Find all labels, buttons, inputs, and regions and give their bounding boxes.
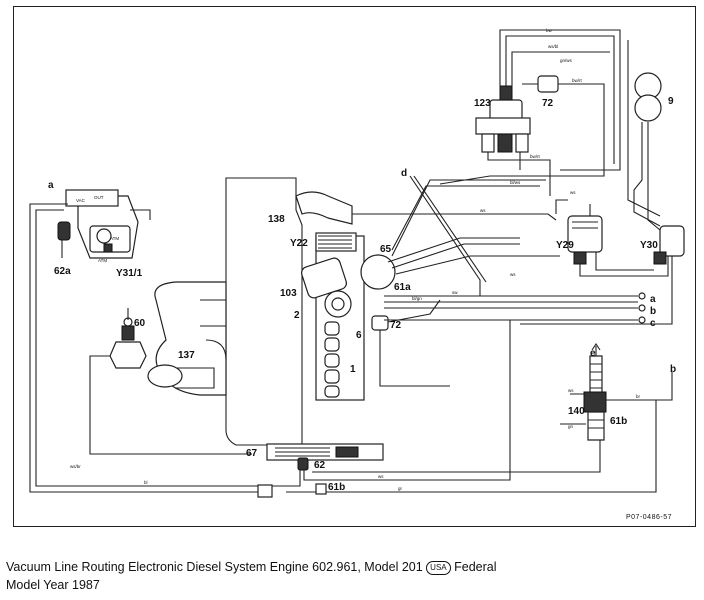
tag-br: br [636, 394, 641, 399]
check-valve-62 [297, 457, 309, 471]
tag-ws-3: ws [510, 272, 516, 277]
valve-72-lower [371, 315, 389, 331]
label-e: e [590, 348, 596, 359]
label-y22: Y22 [290, 238, 308, 249]
tag-atm-1: ATM [110, 236, 119, 241]
egr-valve-140 [583, 355, 607, 441]
tag-sw: sw [452, 290, 458, 295]
label-y29: Y29 [556, 240, 574, 251]
pump-disc-6-inner [331, 297, 345, 311]
label-y30: Y30 [640, 240, 658, 251]
label-103: 103 [280, 288, 297, 299]
label-61a: 61a [394, 282, 411, 293]
hose-138 [295, 191, 353, 225]
label-140: 140 [568, 406, 585, 417]
pressure-transducer-123 [475, 85, 531, 153]
tag-ws-2: ws [480, 208, 486, 213]
caption-line-1: Vacuum Line Routing Electronic Diesel Sy… [6, 558, 696, 576]
tag-ws-5: ws [568, 388, 574, 393]
label-port-c: c [650, 318, 656, 329]
label-138: 138 [268, 214, 285, 225]
valve-y29 [555, 199, 603, 265]
label-62: 62 [314, 460, 326, 471]
label-port-b: b [650, 306, 656, 317]
tag-bw: bw [546, 28, 553, 33]
turbo-pipe [176, 367, 215, 389]
diagram-frame [13, 6, 696, 527]
pump-disc-65 [360, 254, 396, 290]
pump-upper [315, 232, 357, 252]
label-2: 2 [294, 310, 300, 321]
reservoir-9-lower [634, 94, 662, 122]
label-1: 1 [350, 364, 356, 375]
label-65: 65 [380, 244, 392, 255]
caption-title: Vacuum Line Routing Electronic Diesel Sy… [6, 560, 423, 574]
vacuum-lines [29, 29, 673, 498]
label-6: 6 [356, 330, 362, 341]
tag-ws-br: ws/br [70, 464, 81, 469]
turbo-inlet [147, 364, 183, 388]
vacuum-unit-60 [109, 317, 147, 369]
label-a-top: a [48, 180, 54, 191]
injection-pump-body [315, 235, 365, 401]
check-valve-62a [57, 221, 71, 241]
pump-elements [324, 321, 340, 398]
port-c [638, 316, 646, 324]
vacuum-line-diagram: 123 72 9 d 138 Y22 65 Y29 Y30 a 62a Y31/… [29, 28, 685, 521]
tag-ws-1: ws [570, 190, 576, 195]
valve-y30 [653, 225, 685, 265]
tag-bw-rt: bw/rt [572, 78, 583, 83]
turbo-flange [200, 299, 227, 361]
engine-block-outline [225, 177, 303, 446]
actuator-103 [300, 257, 348, 299]
port-b [638, 304, 646, 312]
tag-gn: gn [568, 424, 574, 429]
pump-ribs [318, 235, 352, 249]
label-67: 67 [246, 448, 258, 459]
usa-badge: USA [426, 561, 451, 575]
label-137: 137 [178, 350, 195, 361]
figure-code: P07-0486-57 [626, 514, 672, 521]
control-unit-67-block [335, 446, 359, 458]
tag-out: OUT [94, 195, 104, 200]
label-60: 60 [134, 318, 146, 329]
label-d: d [401, 168, 407, 179]
valve-72-top [522, 75, 568, 93]
tag-atm-2: ATM [98, 258, 107, 263]
label-61b-right: 61b [610, 416, 627, 427]
label-y31-1: Y31/1 [116, 268, 143, 279]
tag-ws-4: ws [378, 474, 384, 479]
tag-bl-ws: bl/ws [510, 180, 521, 185]
arrow-e [591, 343, 601, 356]
control-unit-67-detail [275, 447, 330, 457]
tag-ws-bl: ws/bl [548, 44, 558, 49]
caption: Vacuum Line Routing Electronic Diesel Sy… [6, 558, 696, 594]
tag-bl: bl [144, 480, 148, 485]
label-port-a: a [650, 294, 656, 305]
label-61b-bottom: 61b [328, 482, 345, 493]
label-123: 123 [474, 98, 491, 109]
tag-gr: gr [398, 486, 403, 491]
label-b-right: b [670, 364, 676, 375]
tag-bl-gn: bl/gn [412, 296, 422, 301]
port-a [638, 292, 646, 300]
label-62a: 62a [54, 266, 71, 277]
switchover-valve-y31 [65, 189, 139, 259]
label-72-top: 72 [542, 98, 554, 109]
label-9: 9 [668, 96, 674, 107]
tag-gn-ws: gn/ws [560, 58, 573, 63]
caption-federal: Federal [454, 560, 497, 574]
label-72-lower: 72 [390, 320, 402, 331]
caption-line-2: Model Year 1987 [6, 578, 100, 592]
tag-bw-rt-2: bw/rt [530, 154, 541, 159]
tag-vac: VAC [76, 198, 86, 203]
